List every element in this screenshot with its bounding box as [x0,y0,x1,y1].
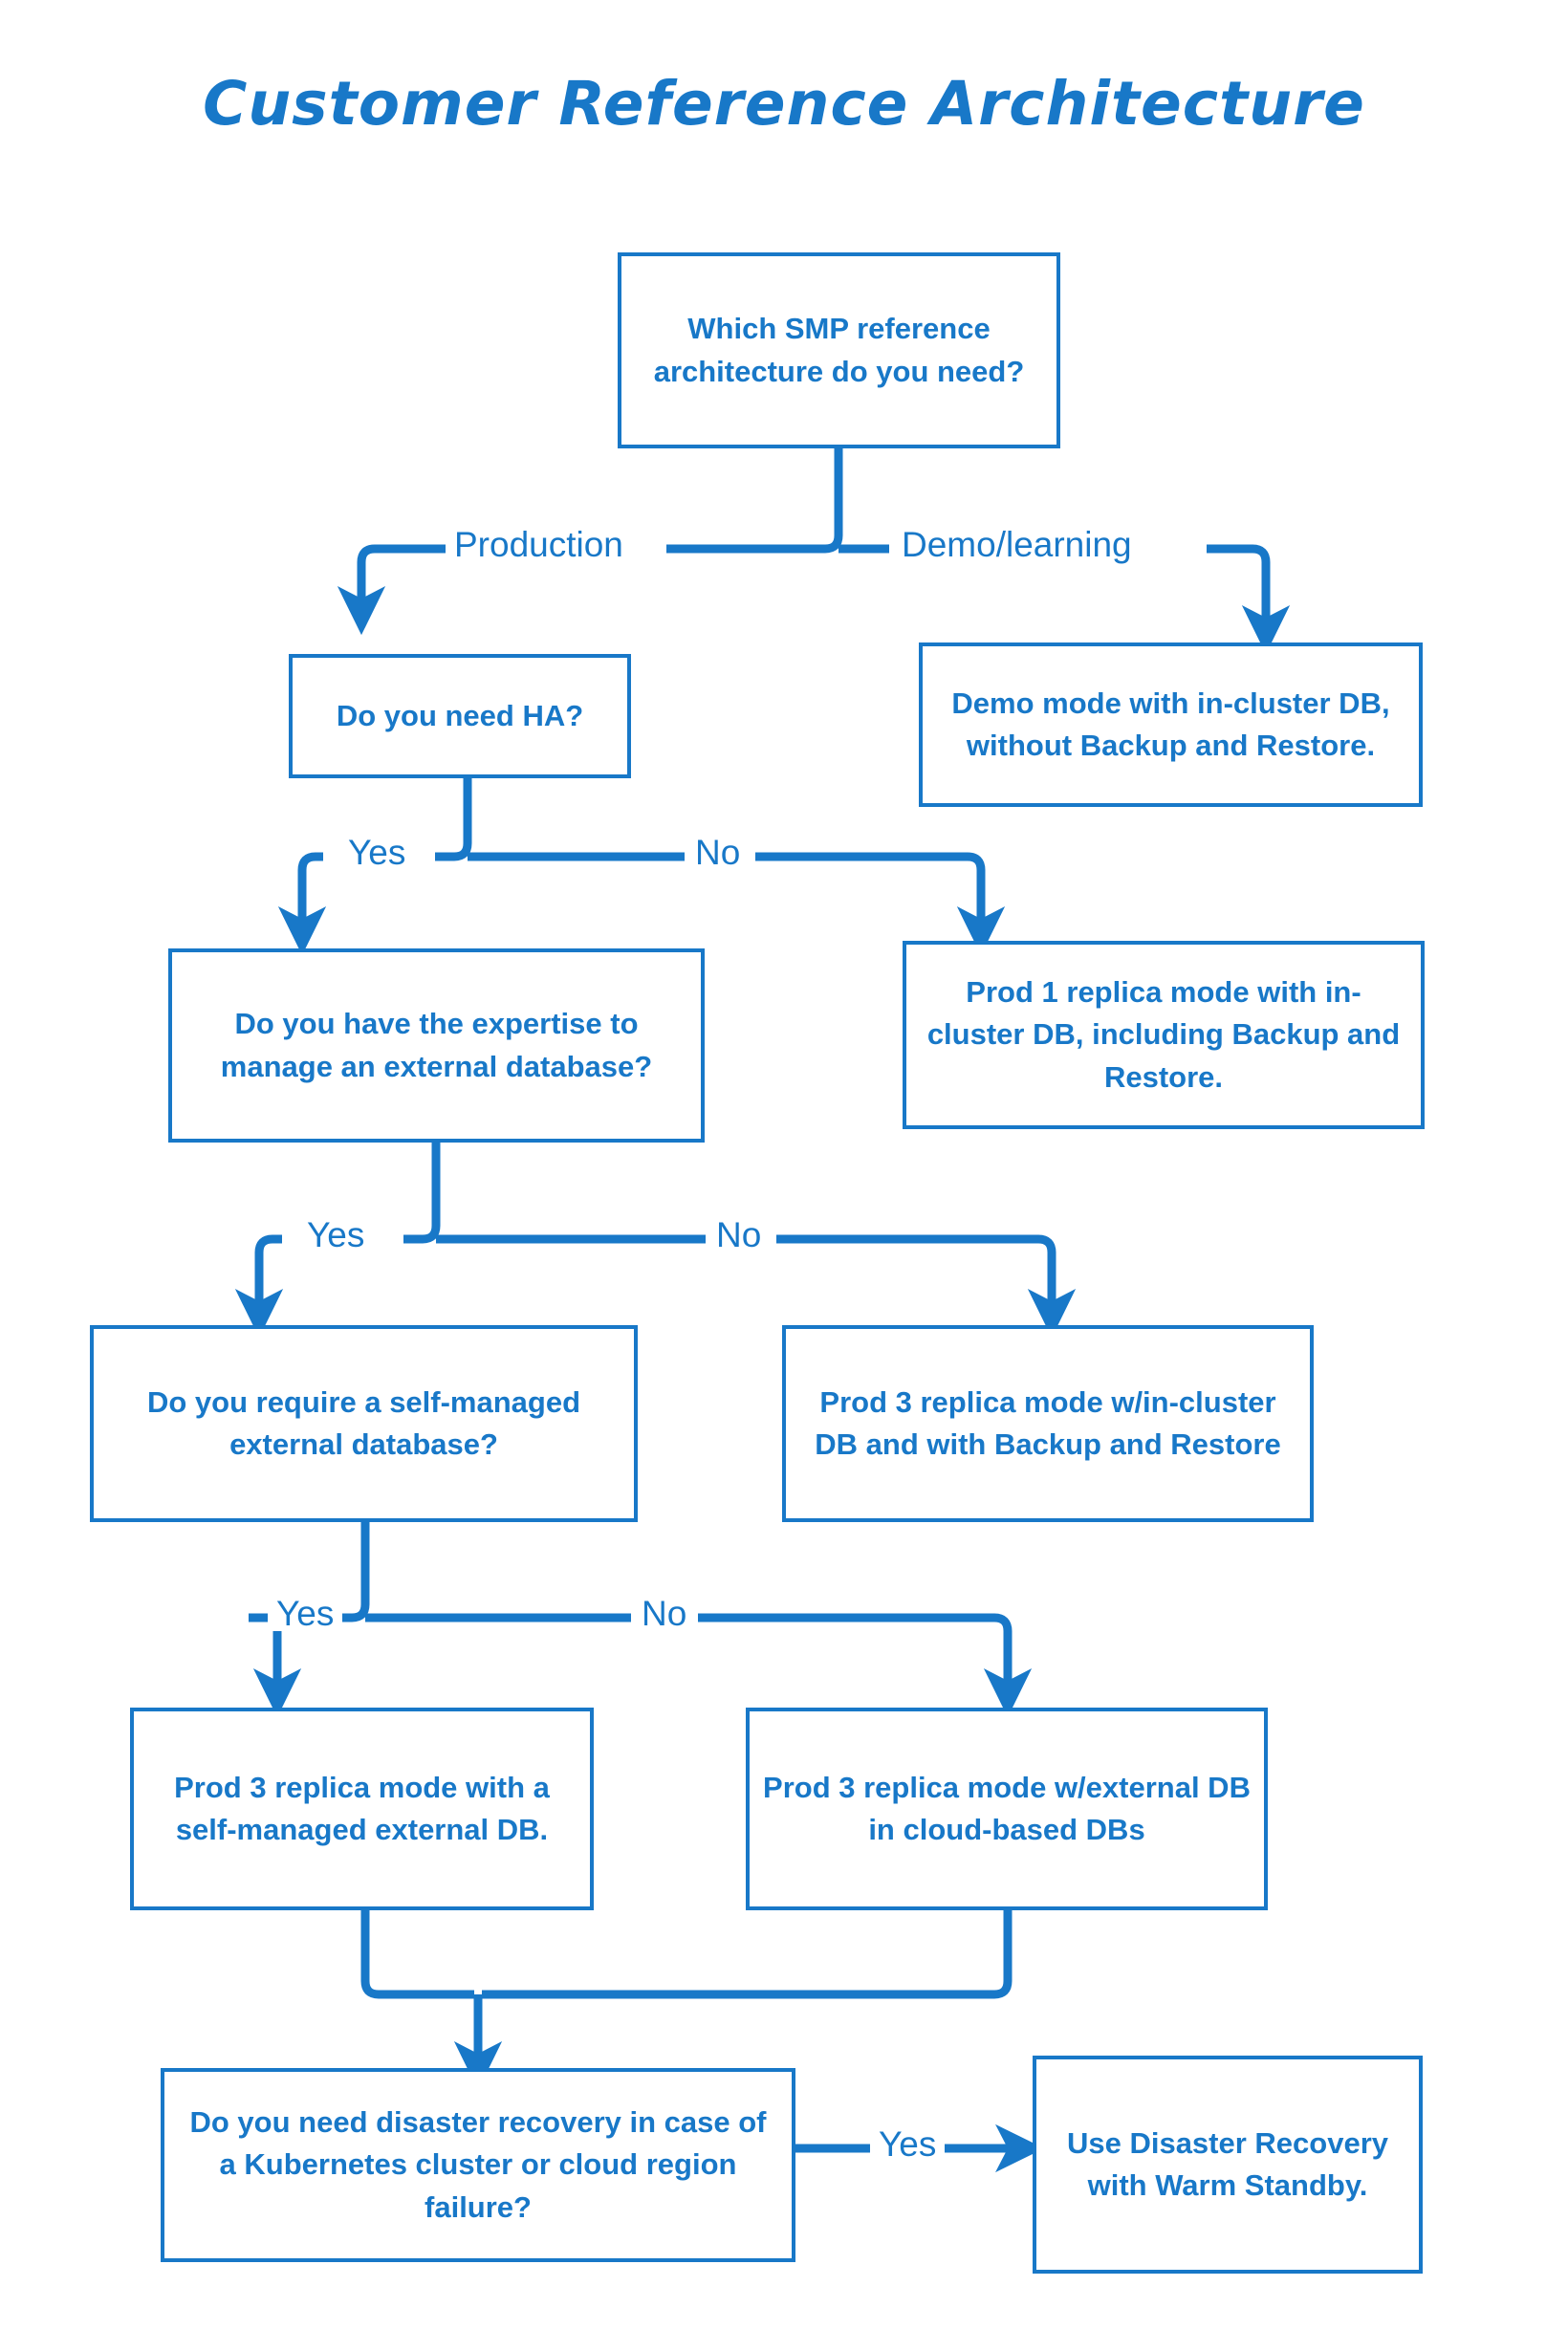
node-label: Prod 3 replica mode w/external DB in clo… [763,1770,1251,1846]
edge-exp-yes [234,1234,284,1339]
node-prod-3-replica-in-cluster-db[interactable]: Prod 3 replica mode w/in-cluster DB and … [782,1325,1314,1522]
node-label: Do you require a self-managed external d… [146,1384,581,1461]
node-use-disaster-recovery-warm-standby[interactable]: Use Disaster Recovery with Warm Standby. [1033,2056,1423,2274]
edge-label-self-managed-no: No [633,1596,696,1631]
edge-ha-no [755,852,1006,956]
node-do-you-require-self-managed-external-db[interactable]: Do you require a self-managed external d… [90,1325,638,1522]
node-label: Which SMP reference architecture do you … [653,312,1025,388]
node-do-you-need-disaster-recovery[interactable]: Do you need disaster recovery in case of… [161,2068,795,2262]
edge-merge-right [482,1910,1013,1999]
edge-exp-no [776,1234,1077,1339]
node-label: Demo mode with in-cluster DB, without Ba… [951,686,1390,762]
node-label: Prod 3 replica mode with a self-managed … [174,1770,550,1846]
node-label: Do you have the expertise to manage an e… [220,1007,653,1083]
edge-label-ha-no: No [686,835,750,870]
node-demo-mode-in-cluster-db[interactable]: Demo mode with in-cluster DB, without Ba… [919,642,1423,807]
page-title: Customer Reference Architecture [203,69,1365,139]
node-which-smp-reference-architecture[interactable]: Which SMP reference architecture do you … [618,252,1060,448]
edge-label-expertise-yes: Yes [298,1217,374,1252]
edge-label-expertise-no: No [708,1217,771,1252]
node-do-you-have-expertise-external-db[interactable]: Do you have the expertise to manage an e… [168,948,705,1143]
node-prod-3-replica-cloud-based-db[interactable]: Prod 3 replica mode w/external DB in clo… [746,1708,1268,1910]
node-label: Use Disaster Recovery with Warm Standby. [1066,2125,1389,2202]
edge-ha-yes [277,852,327,956]
edge-root-stem [666,447,843,554]
node-do-you-need-ha[interactable]: Do you need HA? [289,654,631,778]
node-label: Prod 3 replica mode w/in-cluster DB and … [815,1384,1281,1461]
edge-label-self-managed-yes: Yes [268,1596,343,1631]
edge-self-stem2 [333,1522,370,1622]
edge-label-ha-yes: Yes [339,835,415,870]
node-prod-1-replica-mode[interactable]: Prod 1 replica mode with in-cluster DB, … [903,941,1425,1129]
node-label: Do you need HA? [336,698,584,732]
edge-exp-stem [403,1143,441,1244]
edge-self-no [698,1613,1033,1718]
node-label: Prod 1 replica mode with in-cluster DB, … [926,975,1401,1094]
edge-demo [1207,544,1291,655]
edge-merge-left [360,1910,474,1999]
edge-ha-stem [435,778,472,861]
edge-label-production: Production [446,527,632,562]
node-label: Do you need disaster recovery in case of… [189,2105,767,2224]
edge-label-demo-learning: Demo/learning [893,527,1141,562]
edge-label-dr-yes: Yes [870,2126,946,2162]
node-prod-3-replica-self-managed-external-db[interactable]: Prod 3 replica mode with a self-managed … [130,1708,594,1910]
edge-production [337,544,415,636]
